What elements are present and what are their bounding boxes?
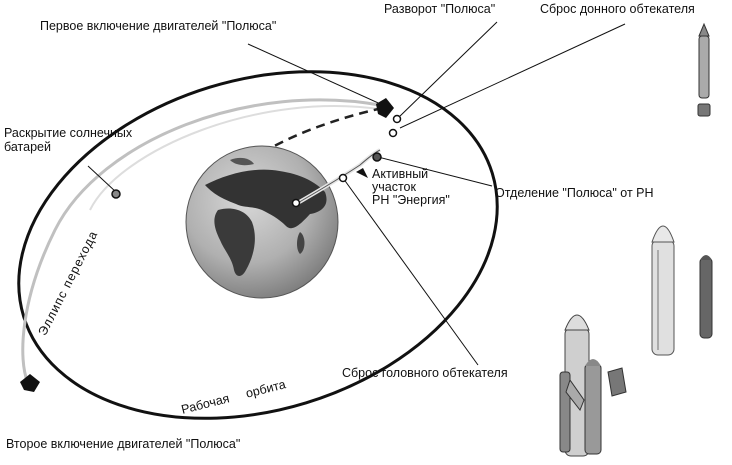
earth-globe bbox=[185, 145, 339, 299]
transfer-ellipse-path bbox=[21, 98, 386, 384]
polyus-second-burn-icon bbox=[20, 374, 40, 392]
leader-lines bbox=[87, 21, 626, 366]
launch-site-marker bbox=[291, 198, 301, 208]
polyus-first-burn-icon bbox=[376, 98, 394, 118]
label-separation: Отделение "Полюса" от РН bbox=[495, 186, 654, 200]
solar-panels-marker bbox=[111, 189, 121, 199]
energia-rocket-icon bbox=[559, 314, 627, 457]
working-orbit-ellipse bbox=[17, 70, 499, 420]
label-head-fairing: Сброс головного обтекателя bbox=[342, 366, 508, 380]
separation-rocket-icon bbox=[651, 225, 713, 356]
label-first-burn: Первое включение двигателей "Полюса" bbox=[40, 19, 277, 33]
separation-marker bbox=[372, 152, 382, 162]
label-solar-panels: Раскрытие солнечных батарей bbox=[4, 126, 133, 154]
active-leg-arrow bbox=[356, 168, 368, 178]
bottom-fairing-marker bbox=[388, 128, 398, 138]
label-bottom-fairing: Сброс донного обтекателя bbox=[540, 2, 695, 16]
turnaround-marker bbox=[392, 114, 402, 124]
label-turnaround: Разворот "Полюса" bbox=[384, 2, 496, 16]
bottom-fairing-rocket-icon bbox=[697, 22, 711, 117]
transfer-ellipse-inner bbox=[89, 105, 386, 211]
label-second-burn: Второе включение двигателей "Полюса" bbox=[6, 437, 241, 451]
head-fairing-marker bbox=[338, 173, 348, 183]
polyus-coast-dashed bbox=[261, 106, 384, 155]
label-active-leg: Активный участок РН "Энергия" bbox=[372, 167, 450, 207]
